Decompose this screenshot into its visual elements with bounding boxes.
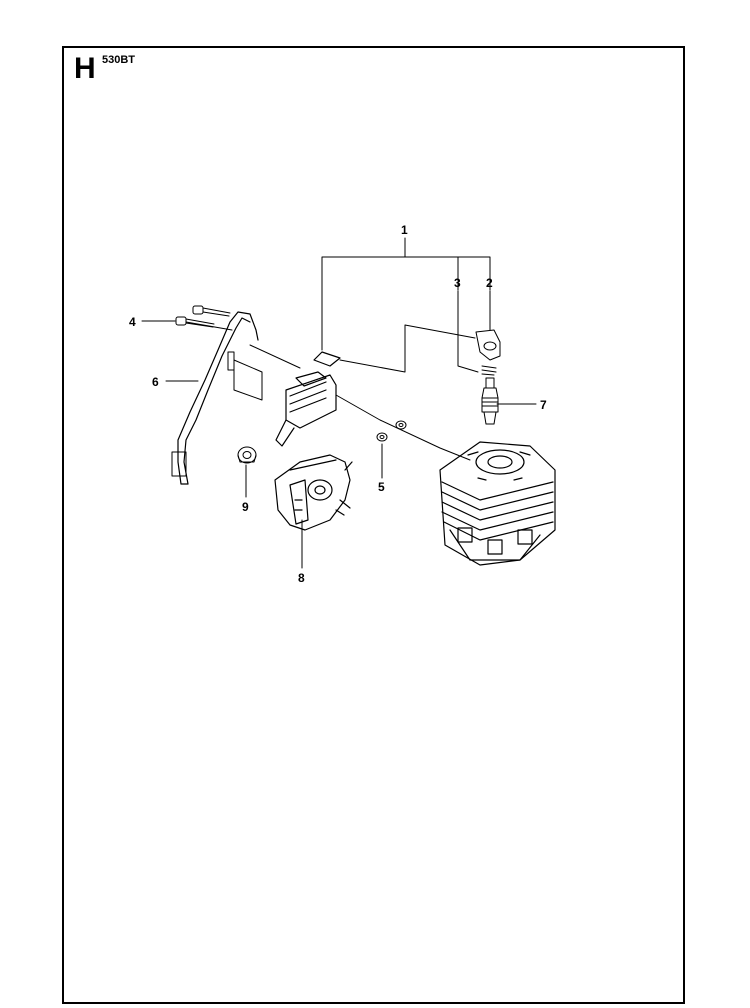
flywheel-nut	[237, 446, 257, 464]
ignition-module	[275, 351, 341, 447]
callout-3-leader	[457, 290, 479, 373]
washer-2	[395, 420, 407, 430]
callout-2: 2	[486, 276, 493, 290]
cylinder	[439, 441, 556, 566]
wire-connector	[227, 351, 235, 371]
screw-1	[175, 316, 215, 328]
screw-2	[192, 305, 231, 317]
callout-6: 6	[152, 375, 159, 389]
callout-1: 1	[401, 223, 408, 237]
callout-8: 8	[298, 571, 305, 585]
callout-4: 4	[129, 315, 136, 329]
spark-plug	[481, 377, 499, 425]
wire-terminal	[171, 451, 187, 477]
model-number: 530BT	[102, 54, 136, 66]
callout-1-bracket	[321, 237, 491, 351]
spark-plug-cap	[475, 329, 501, 361]
cap-spring	[481, 365, 497, 376]
page-frame	[62, 46, 685, 1004]
washer-1	[376, 432, 388, 442]
callout-5: 5	[378, 480, 385, 494]
callout-3: 3	[454, 276, 461, 290]
flywheel	[274, 454, 353, 531]
assembly-axis-line	[249, 344, 471, 461]
callout-9: 9	[242, 500, 249, 514]
wire-harness	[177, 311, 259, 485]
section-letter: H	[74, 52, 96, 85]
coil-tab-outline	[233, 359, 263, 401]
ignition-lead	[339, 324, 476, 373]
callout-7: 7	[540, 398, 547, 412]
